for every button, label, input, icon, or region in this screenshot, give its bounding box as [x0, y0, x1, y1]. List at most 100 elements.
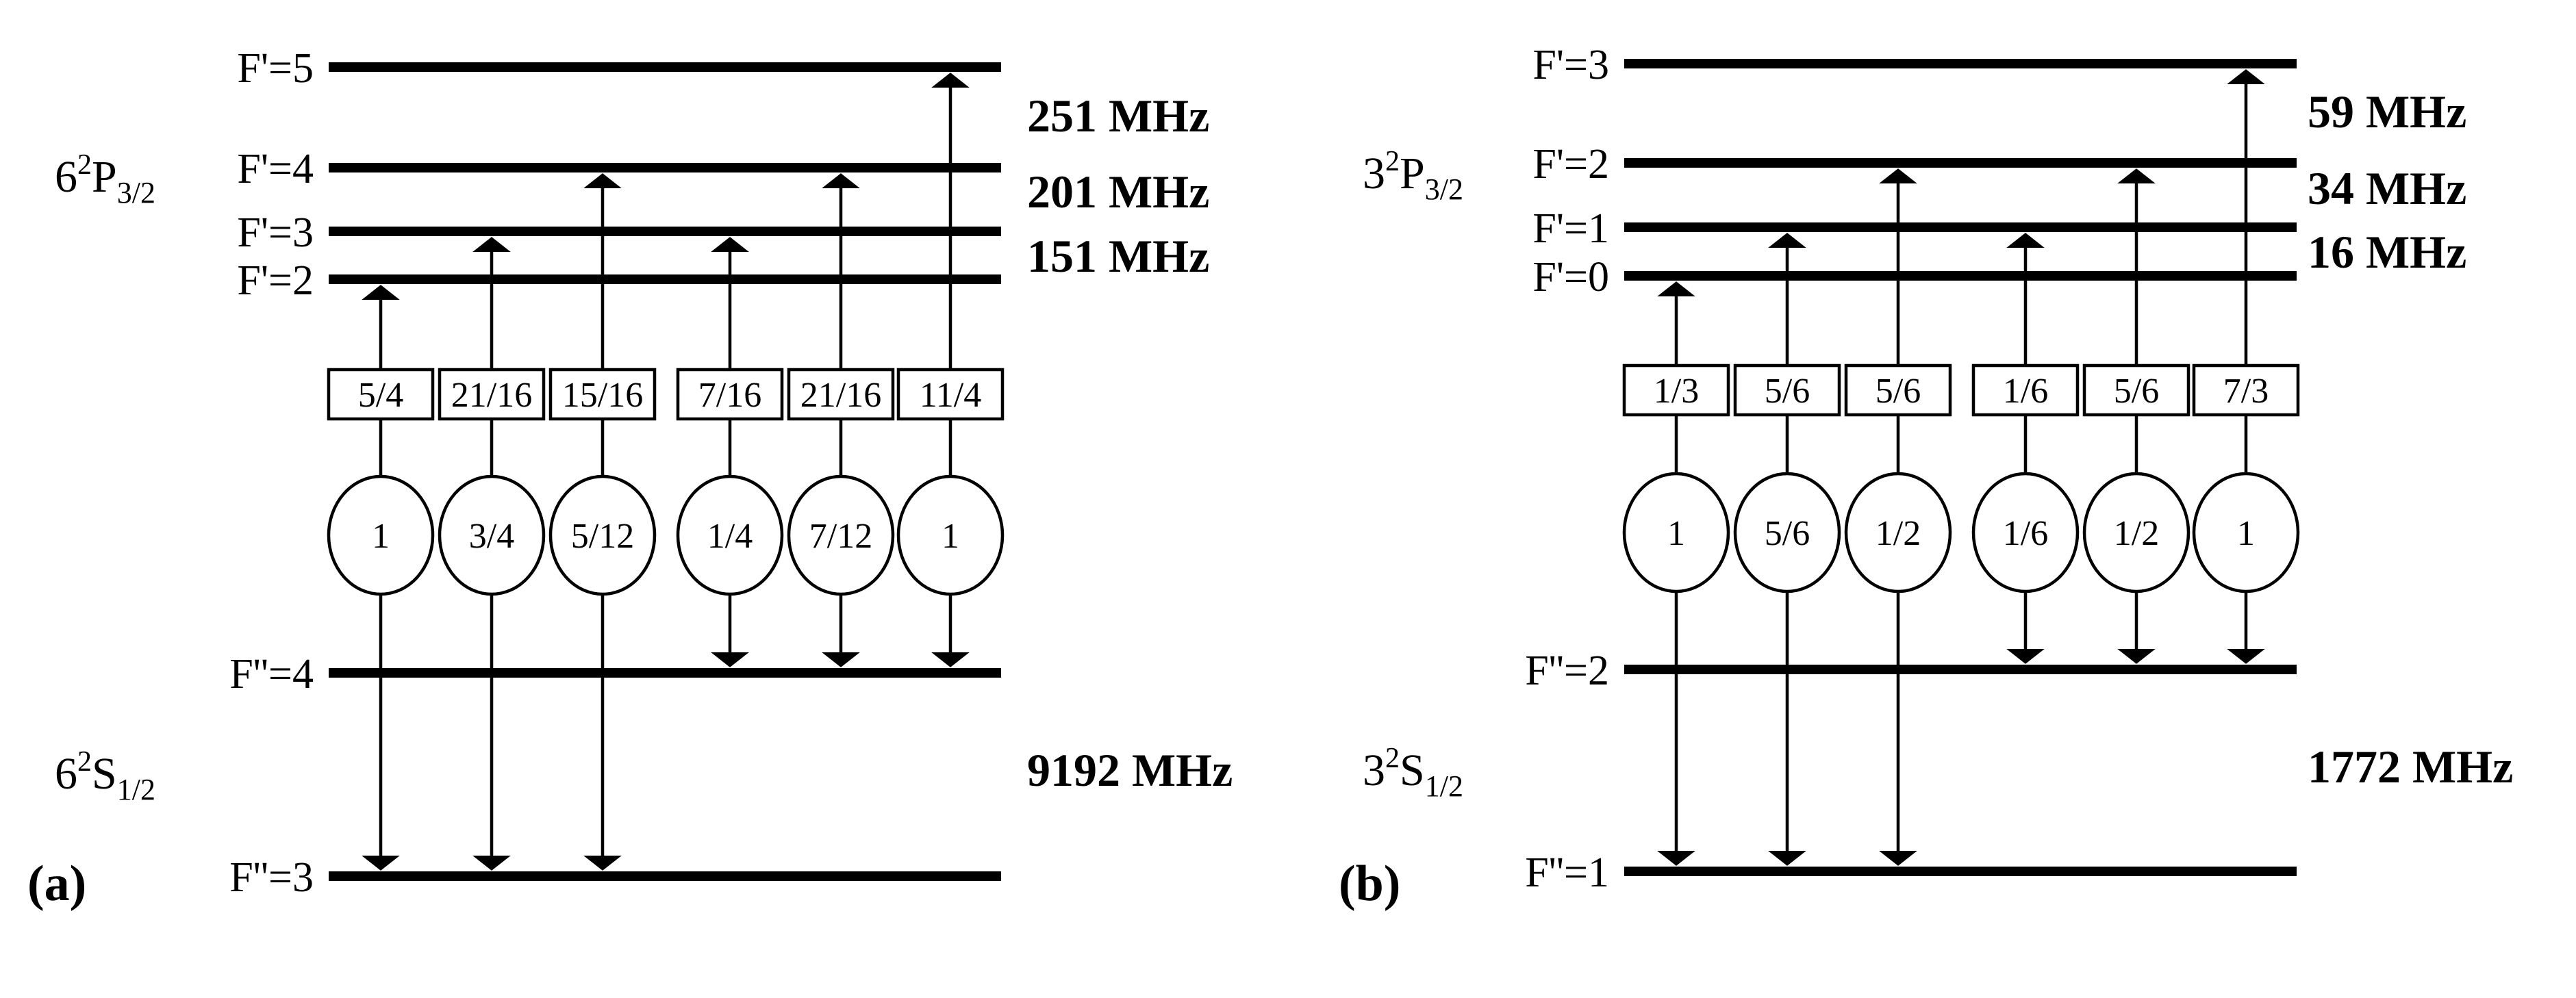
upper-splitting-label: 59 MHz	[2308, 86, 2466, 138]
coefficient-ellipse	[548, 474, 657, 596]
upper-state-label: 32P3/2	[1363, 146, 1463, 206]
coefficient-box-label: 11/4	[920, 376, 982, 415]
coefficient-box-label: 5/6	[2114, 372, 2159, 411]
transition: 1/6 1/6	[1971, 233, 2080, 664]
ground-splitting-label: 1772 MHz	[2308, 741, 2513, 793]
coefficient-ellipse	[327, 474, 435, 596]
coefficient-box	[896, 368, 1005, 421]
coefficient-box	[1844, 363, 1952, 417]
coefficient-ellipse	[787, 474, 895, 596]
state-subscript: 1/2	[117, 773, 155, 806]
transition: 7/31	[2192, 69, 2300, 664]
transition: 21/167/12	[787, 173, 895, 667]
state-letter: P	[1400, 149, 1425, 199]
state-subscript: 3/2	[1425, 172, 1463, 206]
lower-level-label: F''=4	[229, 651, 314, 698]
coefficient-ellipse	[1733, 472, 1841, 593]
coefficient-ellipse-label: 1/2	[1876, 514, 1921, 553]
transition: 11/4 1	[896, 73, 1005, 667]
coefficient-ellipse-label: 1	[942, 517, 959, 556]
coefficient-box-label: 21/16	[800, 376, 881, 415]
ground-splitting-label: 9192 MHz	[1027, 744, 1233, 796]
upper-splitting-label: 34 MHz	[2308, 162, 2466, 214]
coefficient-box	[327, 368, 435, 421]
coefficient-box	[1622, 363, 1730, 417]
upper-state-label: 62P3/2	[55, 149, 155, 209]
panel-a: F'=5F'=4F'=3F'=2F''=4F''=362P3/262S1/225…	[27, 45, 1233, 912]
upper-splitting-label: 201 MHz	[1027, 166, 1209, 218]
state-letter: S	[1400, 745, 1425, 795]
coefficient-box-label: 5/6	[1876, 372, 1921, 411]
state-superscript: 2	[77, 149, 92, 181]
coefficient-box	[2192, 363, 2300, 417]
transition: 5/6 1/2	[2082, 168, 2190, 664]
coefficient-box-label: 7/16	[698, 376, 761, 415]
state-subscript: 3/2	[117, 176, 155, 209]
state-base: 3	[1363, 149, 1385, 199]
lower-state-label: 62S1/2	[55, 746, 155, 806]
panel-tag: (b)	[1339, 856, 1400, 912]
transition: 5/6 5/6	[1733, 233, 1841, 866]
coefficient-box	[548, 368, 657, 421]
coefficient-box-label: 21/16	[451, 376, 532, 415]
state-letter: S	[92, 749, 117, 799]
transition: 21/16 3/4	[438, 237, 546, 871]
coefficient-ellipse-label: 3/4	[469, 517, 514, 556]
transition: 5/6 1/2	[1844, 168, 1952, 866]
upper-level-label: F'=5	[237, 45, 314, 92]
transition: 1/3 1	[1622, 281, 1730, 866]
coefficient-box-label: 15/16	[562, 376, 643, 415]
transition: 5/4 1	[327, 285, 435, 871]
coefficient-box	[676, 368, 784, 421]
upper-level-label: F'=2	[1532, 141, 1609, 188]
coefficient-ellipse-label: 1	[372, 517, 390, 556]
state-base: 6	[55, 749, 77, 799]
coefficient-ellipse-label: 5/6	[1765, 514, 1810, 553]
coefficient-ellipse-label: 1/2	[2114, 514, 2159, 553]
state-letter: P	[92, 152, 117, 202]
upper-level-label: F'=3	[237, 209, 314, 256]
state-subscript: 1/2	[1425, 769, 1463, 803]
coefficient-ellipse	[1844, 472, 1952, 593]
upper-level-label: F'=0	[1532, 254, 1609, 300]
coefficient-ellipse	[2082, 472, 2190, 593]
coefficient-ellipse-label: 1	[1667, 514, 1685, 553]
coefficient-box	[2082, 363, 2190, 417]
state-base: 6	[55, 152, 77, 202]
coefficient-box	[1971, 363, 2080, 417]
coefficient-ellipse	[676, 474, 784, 596]
coefficient-ellipse-label: 5/12	[571, 517, 634, 556]
coefficient-box	[787, 368, 895, 421]
upper-level-label: F'=4	[237, 146, 314, 192]
lower-level-label: F''=3	[229, 854, 314, 901]
coefficient-ellipse	[896, 474, 1005, 596]
state-base: 3	[1363, 745, 1385, 795]
coefficient-box-label: 1/3	[1654, 372, 1699, 411]
coefficient-ellipse	[1622, 472, 1730, 593]
upper-level-label: F'=3	[1532, 42, 1609, 88]
coefficient-box	[438, 368, 546, 421]
upper-splitting-label: 16 MHz	[2308, 226, 2466, 278]
lower-level-label: F''=1	[1525, 849, 1609, 896]
coefficient-box	[1733, 363, 1841, 417]
coefficient-ellipse-label: 1/4	[707, 517, 753, 556]
upper-level-label: F'=2	[237, 257, 314, 304]
transition: 7/16 1/4	[676, 237, 784, 667]
coefficient-box-label: 5/6	[1765, 372, 1810, 411]
upper-splitting-label: 251 MHz	[1027, 90, 1209, 142]
upper-splitting-label: 151 MHz	[1027, 230, 1209, 282]
coefficient-ellipse-label: 1/6	[2003, 514, 2048, 553]
coefficient-ellipse	[2192, 472, 2300, 593]
state-superscript: 2	[1385, 146, 1400, 177]
state-superscript: 2	[77, 746, 92, 778]
state-superscript: 2	[1385, 743, 1400, 774]
lower-state-label: 32S1/2	[1363, 743, 1463, 803]
coefficient-ellipse	[1971, 472, 2080, 593]
panel-b: F'=3F'=2F'=1F'=0F''=2F''=132P3/232S1/259…	[1339, 42, 2513, 912]
upper-level-label: F'=1	[1532, 205, 1609, 252]
coefficient-ellipse-label: 1	[2237, 514, 2255, 553]
coefficient-box-label: 5/4	[358, 376, 403, 415]
lower-level-label: F''=2	[1525, 648, 1609, 694]
coefficient-box-label: 1/6	[2003, 372, 2048, 411]
